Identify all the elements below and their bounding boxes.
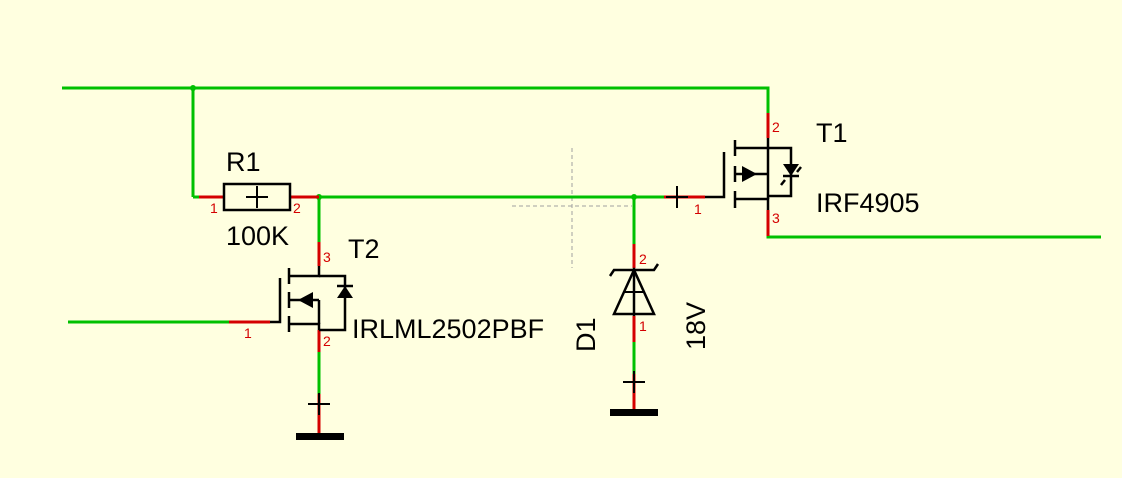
d1-ref-label: D1 — [571, 317, 601, 352]
r1-value-label: 100K — [226, 221, 289, 251]
mosfet-t2[interactable]: T2 IRLML2502PBF 1 3 2 — [229, 234, 544, 352]
t1-source-pin-label: 2 — [772, 119, 780, 135]
t2-diode-arrow — [337, 286, 353, 298]
t1-drain-pin-label: 3 — [772, 210, 780, 226]
t2-drain-pin-label: 3 — [323, 249, 331, 265]
crosshair-cursor — [512, 148, 632, 268]
d1-value-label: 18V — [681, 302, 711, 350]
wire-output[interactable] — [766, 235, 1101, 239]
junction-dot — [190, 85, 196, 91]
wires — [62, 86, 1101, 394]
wire-top-rail[interactable] — [62, 86, 770, 113]
resistor-body — [222, 182, 292, 212]
t1-ref-label: T1 — [816, 118, 848, 148]
d1-cathode-pin-label: 2 — [639, 251, 647, 267]
ground-symbol-d1[interactable] — [610, 371, 658, 416]
resistor-origin-mark — [246, 186, 268, 208]
zener-diode-d1[interactable]: D1 18V 2 1 — [571, 244, 711, 352]
r1-pin1-label: 1 — [210, 200, 218, 216]
t2-channel-arrow — [298, 292, 313, 308]
t1-gate-pin-label: 1 — [694, 201, 702, 217]
d1-anode-pin-label: 1 — [639, 318, 647, 334]
r1-ref-label: R1 — [226, 147, 261, 177]
t1-diode-arrow — [783, 164, 799, 176]
junction-dot — [631, 194, 637, 200]
t2-source-pin-label: 2 — [323, 333, 331, 349]
ground-symbol-t2[interactable] — [296, 393, 344, 440]
t1-origin-mark — [666, 186, 688, 208]
t2-ref-label: T2 — [348, 234, 380, 264]
resistor-r1[interactable]: R1 100K 1 2 — [199, 147, 319, 251]
t2-gate-pin-label: 1 — [244, 325, 252, 341]
r1-pin2-label: 2 — [293, 200, 301, 216]
t1-channel-arrow — [742, 166, 757, 182]
mosfet-t1[interactable]: T1 IRF4905 1 2 3 — [664, 113, 920, 236]
t2-value-label: IRLML2502PBF — [352, 314, 544, 344]
t1-value-label: IRF4905 — [816, 188, 920, 218]
